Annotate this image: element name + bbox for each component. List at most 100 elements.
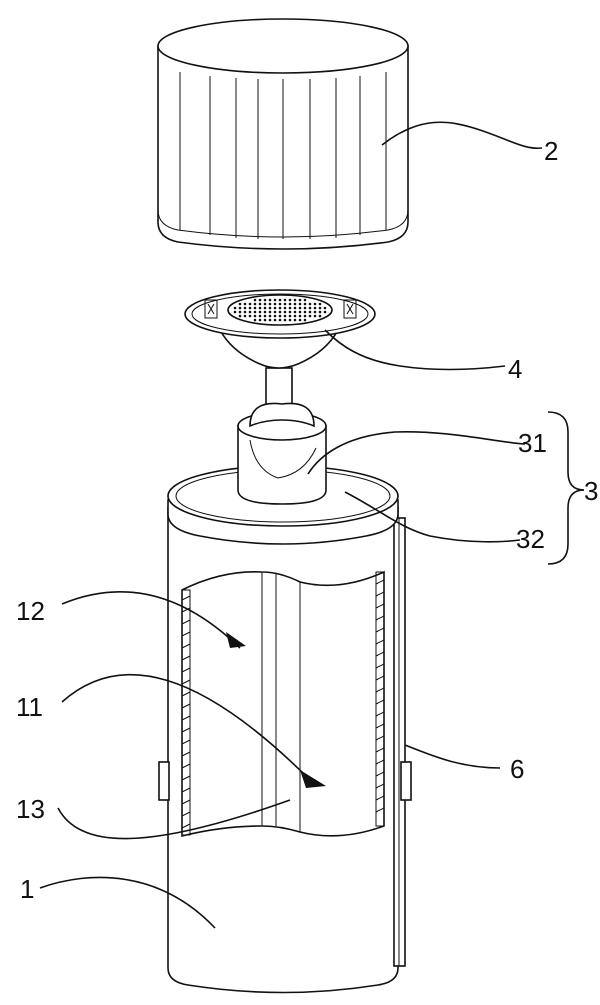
mesh-hole — [248, 310, 252, 314]
motor-part — [237, 402, 327, 505]
mesh-hole — [298, 318, 302, 322]
mesh-hole — [293, 302, 297, 306]
mesh-hole — [263, 298, 267, 302]
label-4: 4 — [508, 354, 522, 384]
mesh-hole — [308, 302, 312, 306]
mesh-hole — [273, 306, 277, 310]
mesh-hole — [238, 302, 242, 306]
mesh-hole — [268, 298, 272, 302]
mesh-hole — [258, 298, 262, 302]
mesh-hole — [278, 310, 282, 314]
mesh-hole — [313, 314, 317, 318]
label-1: 1 — [20, 874, 34, 904]
mesh-hole — [258, 310, 262, 314]
mesh-hole — [278, 302, 282, 306]
mesh-hole — [303, 310, 307, 314]
label-6: 6 — [510, 754, 524, 784]
mesh-hole — [308, 306, 312, 310]
label-13: 13 — [16, 794, 45, 824]
mesh-hole — [268, 310, 272, 314]
mesh-hole — [263, 314, 267, 318]
mesh-hole — [283, 314, 287, 318]
mesh-hole — [313, 306, 317, 310]
mesh-hole — [298, 314, 302, 318]
mesh-hole — [233, 310, 237, 314]
leader-lines — [39, 121, 585, 929]
mesh-hole — [243, 310, 247, 314]
mesh-hole — [313, 310, 317, 314]
mesh-hole — [308, 310, 312, 314]
mesh-hole — [283, 306, 287, 310]
mesh-hole — [263, 310, 267, 314]
mesh-hole — [318, 306, 322, 310]
mesh-hole — [248, 306, 252, 310]
mesh-hole — [233, 306, 237, 310]
mesh-hole — [288, 298, 292, 302]
mesh-hole — [238, 310, 242, 314]
mesh-hole — [238, 314, 242, 318]
mesh-hole — [273, 310, 277, 314]
mesh-hole — [253, 310, 257, 314]
mesh-hole — [283, 310, 287, 314]
mesh-hole — [313, 302, 317, 306]
label-32: 32 — [516, 524, 545, 554]
mesh-hole — [268, 302, 272, 306]
label-11: 11 — [16, 692, 43, 722]
mesh-hole — [248, 314, 252, 318]
mesh-hole — [253, 318, 257, 322]
label-2: 2 — [544, 136, 558, 166]
mesh-hole — [288, 310, 292, 314]
body-part — [158, 465, 412, 994]
label-31: 31 — [518, 428, 547, 458]
mesh-hole — [283, 302, 287, 306]
mesh-hole — [278, 298, 282, 302]
mesh-hole — [318, 310, 322, 314]
mesh-hole — [318, 314, 322, 318]
mesh-hole — [323, 306, 327, 310]
mesh-hole — [273, 302, 277, 306]
mesh-hole — [293, 318, 297, 322]
mesh-hole — [303, 306, 307, 310]
mesh-hole — [243, 302, 247, 306]
mesh-hole — [268, 318, 272, 322]
mesh-hole — [288, 314, 292, 318]
mesh-dots — [233, 298, 327, 322]
mesh-hole — [268, 314, 272, 318]
mesh-hole — [243, 306, 247, 310]
mesh-hole — [258, 318, 262, 322]
mesh-hole — [258, 302, 262, 306]
mesh-hole — [298, 306, 302, 310]
mesh-hole — [293, 310, 297, 314]
mesh-hole — [303, 298, 307, 302]
mesh-hole — [278, 314, 282, 318]
mesh-hole — [318, 302, 322, 306]
mesh-hole — [323, 310, 327, 314]
mesh-hole — [278, 306, 282, 310]
mesh-hole — [238, 306, 242, 310]
mesh-hole — [278, 318, 282, 322]
mesh-hole — [298, 302, 302, 306]
mesh-hole — [273, 314, 277, 318]
label-3: 3 — [584, 476, 598, 506]
mesh-hole — [303, 302, 307, 306]
mesh-hole — [293, 314, 297, 318]
mesh-hole — [273, 318, 277, 322]
mesh-hole — [303, 314, 307, 318]
mesh-hole — [288, 318, 292, 322]
mesh-hole — [298, 298, 302, 302]
mesh-hole — [288, 302, 292, 306]
mesh-hole — [253, 302, 257, 306]
mesh-hole — [308, 314, 312, 318]
reference-labels: 2 4 31 3 32 12 11 6 13 1 — [16, 136, 598, 904]
mesh-hole — [283, 298, 287, 302]
mesh-hole — [253, 306, 257, 310]
mesh-hole — [283, 318, 287, 322]
filter-part — [184, 289, 376, 414]
mesh-hole — [288, 306, 292, 310]
mesh-hole — [243, 314, 247, 318]
mesh-hole — [248, 302, 252, 306]
mesh-hole — [263, 318, 267, 322]
mesh-hole — [253, 314, 257, 318]
mesh-hole — [258, 314, 262, 318]
label-12: 12 — [16, 596, 45, 626]
